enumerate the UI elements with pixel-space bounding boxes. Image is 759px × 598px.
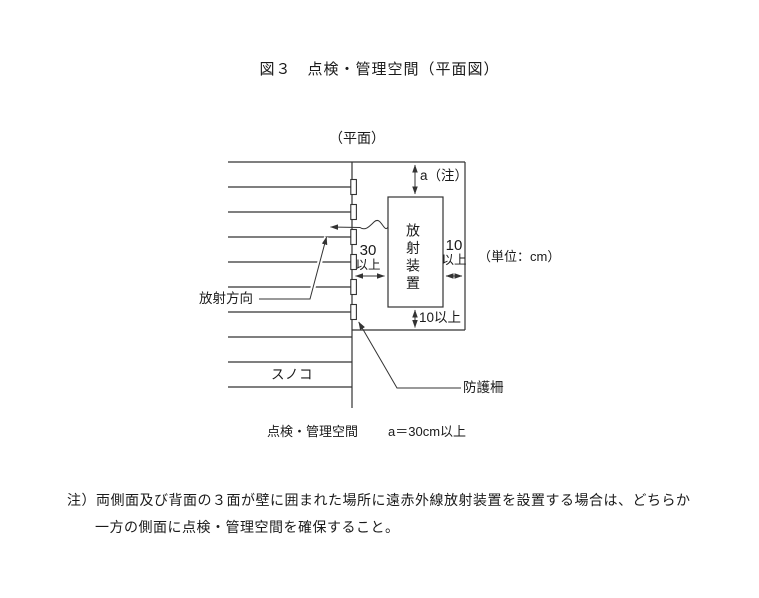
figure-caption: 点検・管理空間 a＝30cm以上	[267, 425, 466, 438]
dimension-right-suffix: 以上	[441, 253, 467, 267]
figure-title: 図３ 点検・管理空間（平面図）	[259, 61, 500, 78]
duckboard-label: スノコ	[271, 367, 313, 382]
dimension-label-right: 10 以上	[436, 238, 472, 267]
footnote-line2: 一方の側面に点検・管理空間を確保すること。	[95, 521, 400, 536]
caption-value: a＝30cm以上	[388, 424, 467, 439]
fence-label-leader	[358, 321, 461, 389]
dimension-label-left: 30 以上	[350, 243, 386, 272]
dimension-left-suffix: 以上	[355, 258, 381, 272]
plan-view-label: （平面）	[329, 130, 385, 146]
radiation-label-leader	[259, 236, 328, 300]
fence-posts	[350, 178, 357, 321]
unit-label: （単位：cm）	[478, 249, 561, 264]
device-label: 放射装置	[405, 223, 421, 293]
dimension-label-a: a（注）	[420, 168, 469, 183]
footnote-line1: 注）両側面及び背面の３面が壁に囲まれた場所に遠赤外線放射装置を設置する場合は、ど…	[67, 494, 691, 509]
caption-label: 点検・管理空間	[267, 424, 359, 439]
device-box	[387, 196, 444, 308]
management-space-outline	[352, 162, 466, 331]
dimension-left-value: 30	[359, 242, 377, 259]
dimension-right-value: 10	[445, 237, 463, 254]
dimension-label-bottom: 10以上	[419, 310, 462, 325]
footnote: 注）両側面及び背面の３面が壁に囲まれた場所に遠赤外線放射装置を設置する場合は、ど…	[67, 495, 691, 536]
fence-label: 防護柵	[463, 380, 504, 395]
radiation-direction-label: 放射方向	[199, 291, 253, 306]
radiation-direction-arrow	[330, 219, 389, 230]
slat-lines	[228, 161, 465, 388]
